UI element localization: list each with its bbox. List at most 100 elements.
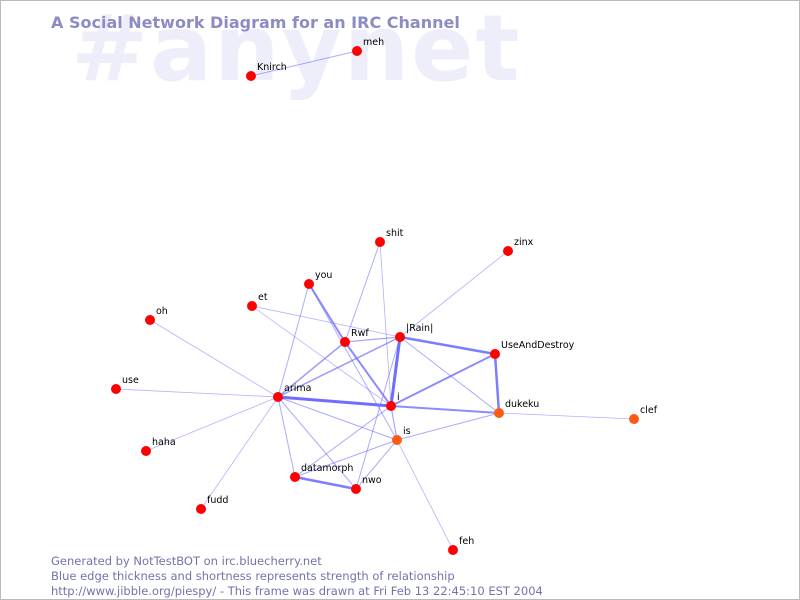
node-label: zinx: [514, 237, 534, 248]
node-dot: [448, 545, 458, 555]
node-dot: [196, 504, 206, 514]
node-label: feh: [459, 536, 474, 547]
node-rwf: Rwf: [340, 328, 369, 347]
node-dot: [494, 408, 504, 418]
edge-rain-nwo: [355, 336, 401, 490]
edge-et-i: [251, 305, 392, 407]
edge-arima-nwo: [277, 396, 357, 490]
edge-layer: [115, 50, 635, 551]
node-you: you: [304, 270, 332, 289]
node-label: meh: [363, 37, 384, 48]
node-knirch: Knirch: [246, 62, 287, 81]
footer-info: Generated by NotTestBOT on irc.bluecherr…: [51, 554, 543, 599]
edge-you-arima: [277, 283, 310, 398]
node-label: datamorph: [301, 463, 353, 474]
edge-shit-i: [379, 241, 392, 407]
node-zinx: zinx: [503, 237, 534, 256]
footer-legend-note: Blue edge thickness and shortness repres…: [51, 569, 455, 583]
node-label: use: [122, 375, 139, 386]
node-use: use: [111, 375, 139, 394]
edge-useanddestroy-dukeku: [493, 352, 501, 415]
edge-et-rain: [251, 305, 401, 338]
node-dot: [490, 349, 500, 359]
edge-i-useanddestroy: [390, 353, 496, 407]
node-label: |Rain|: [406, 323, 433, 334]
node-oh: oh: [145, 306, 168, 325]
footer-generated-by: Generated by NotTestBOT on irc.bluecherr…: [51, 554, 322, 568]
node-dot: [392, 435, 402, 445]
node-label: oh: [156, 306, 168, 317]
edge-fudd-arima: [200, 396, 279, 510]
node-feh: feh: [448, 536, 474, 555]
edge-is-dukeku: [396, 412, 500, 441]
edge-rain-zinx: [399, 250, 509, 338]
node-dot: [247, 301, 257, 311]
edge-haha-arima: [145, 396, 279, 452]
node-label: Knirch: [257, 62, 287, 73]
node-dot: [629, 414, 639, 424]
node-label: Rwf: [351, 328, 369, 339]
edge-rain-useanddestroy: [398, 335, 497, 356]
node-label: et: [258, 292, 268, 303]
node-dot: [503, 246, 513, 256]
node-label: clef: [640, 405, 658, 416]
node-dot: [351, 484, 361, 494]
edge-i-dukeku: [390, 405, 500, 414]
node-dot: [395, 332, 405, 342]
edge-arima-is: [277, 396, 398, 441]
node-dot: [111, 384, 121, 394]
node-label: dukeku: [505, 399, 539, 410]
node-nwo: nwo: [351, 475, 382, 494]
channel-watermark: #anynet: [71, 0, 522, 102]
edge-i-is: [390, 405, 398, 441]
edge-dukeku-clef: [498, 412, 635, 420]
node-label: you: [315, 270, 332, 281]
edge-rain-i: [389, 335, 402, 408]
edge-datamorph-nwo: [293, 475, 358, 491]
edge-i-datamorph: [294, 405, 392, 478]
node-is: is: [392, 426, 411, 445]
edge-is-nwo: [355, 439, 398, 490]
node-fudd: fudd: [196, 495, 228, 514]
node-dot: [273, 392, 283, 402]
node-dot: [352, 46, 362, 56]
edge-arima-rwf: [277, 341, 346, 398]
edge-arima-rain: [277, 336, 401, 398]
node-i: i: [386, 392, 400, 411]
node-useanddestroy: UseAndDestroy: [490, 340, 575, 359]
node-dot: [290, 472, 300, 482]
edge-rain-dukeku: [399, 336, 500, 414]
node-label: fudd: [207, 495, 228, 506]
diagram-title: A Social Network Diagram for an IRC Chan…: [51, 13, 460, 32]
node-dot: [145, 315, 155, 325]
node-label: i: [397, 392, 400, 403]
node-dot: [340, 337, 350, 347]
edge-arima-datamorph: [277, 396, 296, 478]
edge-arima-i: [276, 395, 393, 408]
node-arima: arima: [273, 383, 311, 402]
node-datamorph: datamorph: [290, 463, 353, 482]
edge-rwf-rain: [344, 336, 401, 343]
node-label: haha: [152, 437, 176, 448]
node-et: et: [247, 292, 268, 311]
node-rain: |Rain|: [395, 323, 433, 342]
node-haha: haha: [141, 437, 176, 456]
edge-shit-rwf: [344, 241, 381, 343]
node-meh: meh: [352, 37, 384, 56]
node-label: UseAndDestroy: [501, 340, 575, 351]
node-label: arima: [284, 383, 311, 394]
edge-is-datamorph: [294, 439, 398, 478]
node-dot: [246, 71, 256, 81]
edge-meh-knirch: [250, 50, 358, 77]
node-label: is: [403, 426, 411, 437]
node-label: shit: [386, 228, 404, 239]
node-clef: clef: [629, 405, 658, 424]
edge-rwf-i: [344, 341, 392, 407]
node-dukeku: dukeku: [494, 399, 539, 418]
edge-you-is: [308, 283, 398, 441]
node-shit: shit: [375, 228, 404, 247]
node-dot: [386, 401, 396, 411]
